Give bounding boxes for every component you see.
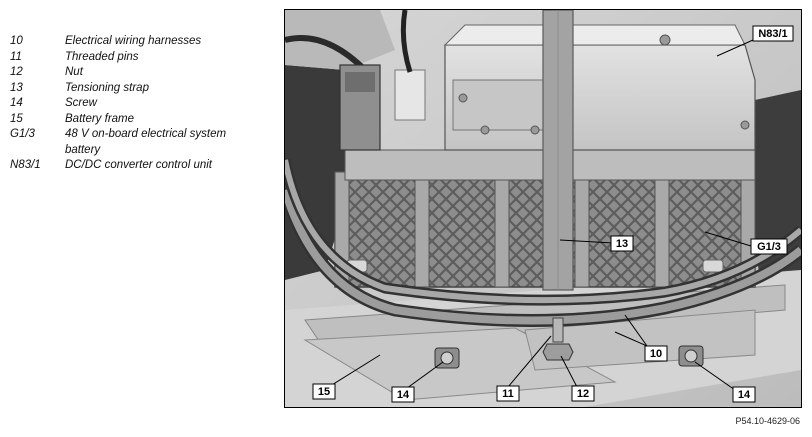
callout-14-left: 14 bbox=[391, 386, 415, 403]
dcdc-converter-top bbox=[443, 24, 746, 46]
legend-list: 10 Electrical wiring harnesses 11 Thread… bbox=[10, 34, 280, 174]
wiring-harness-inner-highlight bbox=[285, 159, 801, 304]
legend-row-15: 15 Battery frame bbox=[10, 112, 280, 128]
wiring-harness-outer-highlight bbox=[285, 188, 801, 325]
callout-13-text: 13 bbox=[616, 238, 628, 250]
callout-14-left-text: 14 bbox=[397, 389, 410, 401]
legend-text: Nut bbox=[65, 66, 83, 78]
callout-10: 10 bbox=[644, 345, 668, 362]
callout-11: 11 bbox=[496, 385, 520, 402]
legend-key: 10 bbox=[10, 35, 23, 47]
legend-key: 14 bbox=[10, 97, 23, 109]
legend-row-g1-3: G1/3 48 V on-board electrical system bat… bbox=[10, 127, 280, 158]
legend-text: Battery frame bbox=[65, 112, 135, 125]
nut bbox=[542, 343, 574, 361]
legend-row-11: 11 Threaded pins bbox=[10, 50, 280, 66]
screw-right bbox=[678, 345, 704, 367]
callout-15: 15 bbox=[312, 383, 336, 400]
legend-row-13: 13 Tensioning strap bbox=[10, 81, 280, 97]
legend-key: 13 bbox=[10, 81, 23, 94]
leader-lines bbox=[326, 39, 754, 392]
legend-key: G1/3 bbox=[10, 128, 35, 140]
callout-n83-1-text: N83/1 bbox=[758, 28, 787, 40]
connector-cable bbox=[400, 10, 413, 73]
legend-row-n83-1: N83/1 DC/DC converter control unit bbox=[10, 158, 280, 174]
legend-key: 12 bbox=[10, 66, 23, 78]
callout-12-text: 12 bbox=[577, 388, 589, 400]
legend-key: 11 bbox=[10, 50, 22, 63]
upper-bracket bbox=[285, 10, 395, 70]
callout-11-text: 11 bbox=[502, 388, 514, 400]
legend-text: DC/DC converter control unit bbox=[65, 159, 212, 171]
legend-row-12: 12 Nut bbox=[10, 65, 280, 81]
callout-12: 12 bbox=[571, 385, 595, 402]
legend-text: 48 V on-board electrical system battery bbox=[65, 128, 227, 156]
callout-10-text: 10 bbox=[650, 348, 662, 360]
battery-illustration: N83/1 G1/3 13 10 11 12 14 14 bbox=[284, 9, 802, 408]
legend-row-14: 14 Screw bbox=[10, 96, 280, 112]
callout-13: 13 bbox=[610, 235, 634, 252]
housing-bolts bbox=[458, 34, 750, 135]
legend-key: N83/1 bbox=[10, 159, 41, 171]
legend-text: Screw bbox=[65, 97, 97, 109]
reference-code: P54.10-4629-06 bbox=[735, 416, 800, 426]
legend-row-10: 10 Electrical wiring harnesses bbox=[10, 34, 280, 50]
callout-14-right: 14 bbox=[732, 386, 756, 403]
legend-key: 15 bbox=[10, 112, 23, 125]
connector-latch bbox=[345, 72, 375, 92]
callout-n83-1: N83/1 bbox=[752, 25, 794, 42]
callout-14-right-text: 14 bbox=[738, 389, 751, 401]
callout-g1-3-text: G1/3 bbox=[757, 241, 781, 253]
legend-text: Electrical wiring harnesses bbox=[65, 35, 202, 47]
callout-g1-3: G1/3 bbox=[750, 238, 788, 255]
threaded-pin bbox=[552, 317, 564, 343]
legend-text: Threaded pins bbox=[65, 50, 139, 63]
connector-housing bbox=[394, 69, 426, 121]
callout-15-text: 15 bbox=[318, 386, 330, 398]
legend-text: Tensioning strap bbox=[65, 81, 149, 94]
cable-upper-left bbox=[285, 35, 368, 73]
